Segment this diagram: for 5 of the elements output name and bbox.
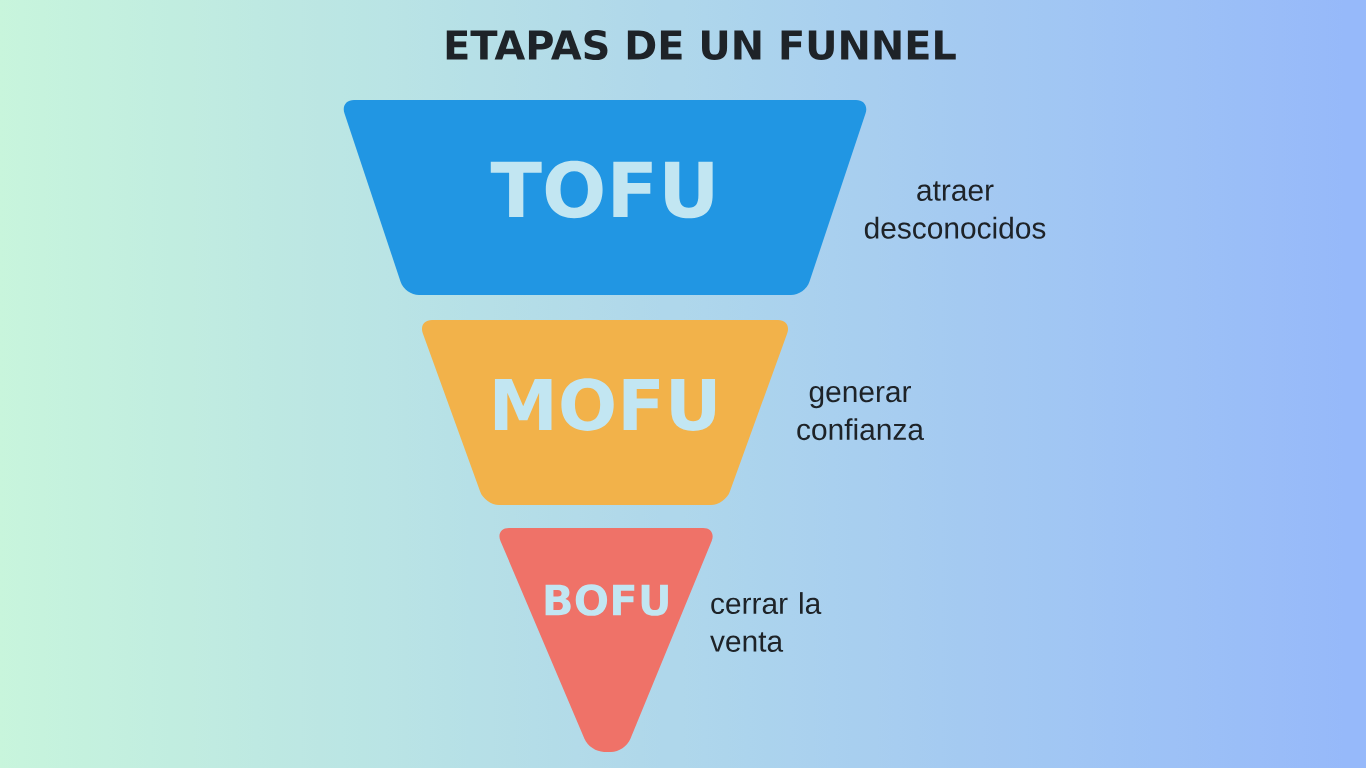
title: ETAPAS DE UN FUNNEL: [446, 29, 956, 61]
stage-description: generar confianza: [797, 385, 924, 441]
stage-description: cerrar la venta: [710, 592, 822, 652]
stage-description: atraer desconocidos: [864, 181, 1046, 239]
funnel-stage: MOFU: [422, 320, 788, 505]
